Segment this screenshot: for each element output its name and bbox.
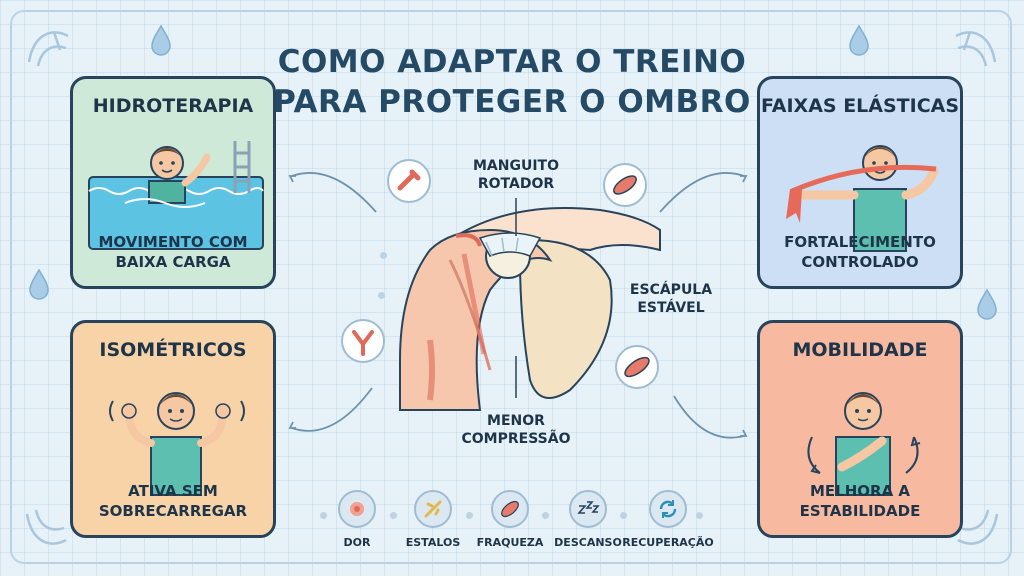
card-faixas-elasticas: FAIXAS ELÁSTICAS FORTALECIMENTO CONTROLA… <box>757 76 963 289</box>
water-drop-icon <box>849 24 869 56</box>
label-manguito-rotador: MANGUITO ROTADOR <box>472 158 559 192</box>
shoulder-sketch-icon <box>957 509 999 545</box>
recovery-icon <box>649 490 687 528</box>
crack-icon <box>414 490 452 528</box>
card-caption: MOVIMENTO COM BAIXA CARGA <box>98 233 248 271</box>
label-escapula-estavel: ESCÁPULA ESTÁVEL <box>629 282 713 316</box>
sleep-icon <box>569 490 607 528</box>
card-title: FAIXAS ELÁSTICAS <box>760 95 960 117</box>
card-title: ISOMÉTRICOS <box>99 339 247 361</box>
joint-pain-icon <box>387 159 431 203</box>
title-line-1: COMO ADAPTAR O TREINO <box>277 44 747 80</box>
card-title: MOBILIDADE <box>792 339 928 361</box>
pain-icon <box>338 490 376 528</box>
water-drop-icon <box>151 24 171 56</box>
card-caption: FORTALECIMENTO CONTROLADO <box>784 233 936 271</box>
tendon-icon <box>341 319 385 363</box>
pool-swimmer-illustration <box>88 141 264 250</box>
label-menor-compressao: MENOR COMPRESSÃO <box>461 413 571 447</box>
card-mobilidade: MOBILIDADE MELHORA A ESTABILIDADE <box>757 320 963 538</box>
page-frame <box>10 10 1012 564</box>
page-title: COMO ADAPTAR O TREINO PARA PROTEGER O OM… <box>270 42 754 122</box>
decor-dot <box>696 512 703 519</box>
isometric-person-illustration <box>109 392 245 496</box>
water-drop-icon <box>29 268 49 300</box>
card-isometricos: ISOMÉTRICOS ATIVA SEM SOBRECARREGAR <box>70 320 276 538</box>
muscle-fiber-icon <box>615 345 659 389</box>
decor-dot <box>542 512 549 519</box>
shoulder-sketch-icon <box>27 31 69 67</box>
decor-dot <box>320 512 327 519</box>
card-title: HIDROTERAPIA <box>92 95 254 117</box>
decor-dot <box>380 252 387 259</box>
decor-dot <box>466 512 473 519</box>
decor-dot <box>390 512 397 519</box>
decor-dot <box>620 512 627 519</box>
decor-dot <box>378 292 385 299</box>
title-line-2: PARA PROTEGER O OMBRO <box>273 84 751 120</box>
muscle-icon <box>491 490 529 528</box>
shoulder-anatomy-illustration <box>399 207 661 411</box>
card-hidroterapia: HIDROTERAPIA MOVIMENTO COM BAIXA CARGA <box>70 76 276 289</box>
card-caption: ATIVA SEM SOBRECARREGAR <box>98 482 248 520</box>
shoulder-sketch-icon <box>25 509 67 545</box>
mobility-person-illustration <box>807 392 921 496</box>
shoulder-sketch-icon <box>955 31 997 67</box>
muscle-strain-icon <box>603 163 647 207</box>
water-drop-icon <box>977 288 997 320</box>
resistance-band-illustration <box>786 145 939 252</box>
card-caption: MELHORA A ESTABILIDADE <box>799 482 921 520</box>
